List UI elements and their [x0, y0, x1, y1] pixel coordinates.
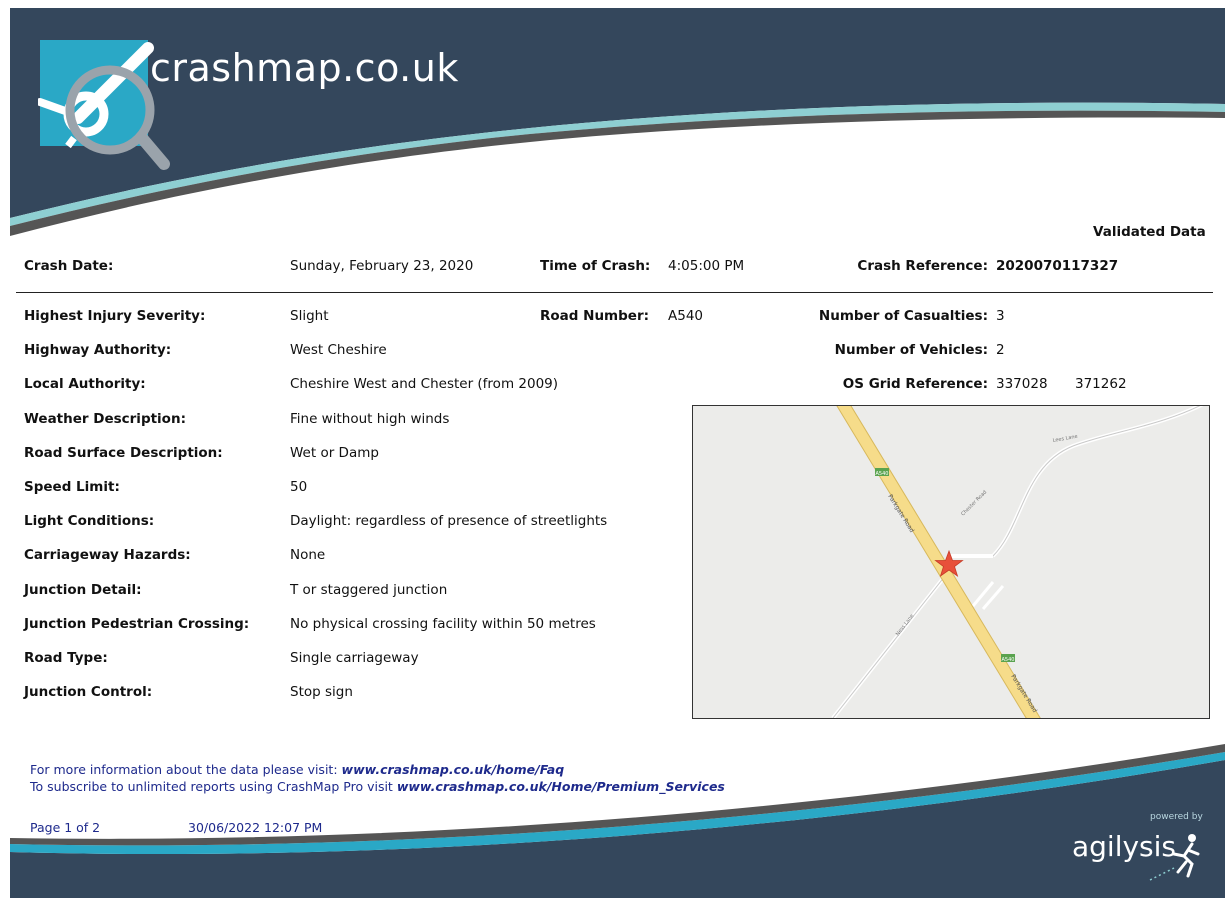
road-badge — [875, 468, 889, 476]
detail-label: Road Type: — [24, 650, 108, 666]
number-of-casualties-label: Number of Casualties: — [818, 308, 988, 324]
time-of-crash-label: Time of Crash: — [540, 258, 651, 274]
header-banner — [10, 8, 1225, 236]
detail-label: Carriageway Hazards: — [24, 547, 191, 563]
detail-value: Fine without high winds — [290, 411, 450, 427]
crash-date-label: Crash Date: — [24, 258, 114, 274]
brand-name: crashmap.co.uk — [150, 46, 459, 90]
agilysis-runner-icon — [1149, 834, 1200, 881]
validated-data-label: Validated Data — [1093, 224, 1206, 240]
detail-value: No physical crossing facility within 50 … — [290, 616, 596, 632]
road-badge-label: A540 — [1002, 657, 1015, 663]
agilysis-logo-text: agilysis — [1072, 830, 1177, 863]
detail-value: 50 — [290, 479, 308, 495]
footer-info-line-1: For more information about the data plea… — [30, 762, 564, 777]
map-canvas: A540 A540 Parkgate Road Parkgate Road Ne… — [693, 397, 1210, 730]
number-of-vehicles-label: Number of Vehicles: — [834, 342, 988, 358]
detail-value: Cheshire West and Chester (from 2009) — [290, 376, 559, 392]
crash-date-value: Sunday, February 23, 2020 — [290, 258, 474, 274]
detail-value: Daylight: regardless of presence of stre… — [290, 513, 608, 529]
page-number: Page 1 of 2 — [30, 820, 101, 835]
footer-info-line-2: To subscribe to unlimited reports using … — [30, 779, 725, 794]
crash-location-map[interactable]: A540 A540 Parkgate Road Parkgate Road Ne… — [692, 397, 1210, 730]
detail-value: Wet or Damp — [290, 445, 379, 461]
crash-marker-star-icon — [934, 549, 964, 578]
road-badge-label: A540 — [876, 471, 889, 477]
detail-label: Highest Injury Severity: — [24, 308, 206, 324]
detail-label: Light Conditions: — [24, 513, 155, 529]
crash-reference-value: 2020070117327 — [996, 258, 1119, 274]
footer-info-text: For more information about the data plea… — [30, 762, 342, 777]
detail-value: Single carriageway — [290, 650, 419, 666]
os-grid-easting: 337028 — [996, 376, 1048, 392]
premium-services-link[interactable]: www.crashmap.co.uk/Home/Premium_Services — [396, 779, 725, 794]
detail-label: Weather Description: — [24, 411, 186, 427]
road-number-label: Road Number: — [540, 308, 649, 324]
detail-label: Local Authority: — [24, 376, 146, 392]
divider — [16, 292, 1213, 293]
road-badge — [1001, 654, 1015, 662]
detail-value: Stop sign — [290, 684, 353, 700]
detail-label: Junction Pedestrian Crossing: — [24, 616, 250, 632]
detail-label: Junction Control: — [24, 684, 153, 700]
number-of-casualties-value: 3 — [996, 308, 1005, 324]
detail-value: Slight — [290, 308, 329, 324]
crash-reference-label: Crash Reference: — [857, 258, 988, 274]
detail-value: West Cheshire — [290, 342, 387, 358]
detail-label: Junction Detail: — [24, 582, 142, 598]
detail-label: Road Surface Description: — [24, 445, 223, 461]
road-number-value: A540 — [668, 308, 704, 324]
footer-subscribe-text: To subscribe to unlimited reports using … — [30, 779, 397, 794]
footer-banner — [10, 744, 1225, 898]
road-label: Lees Lane — [1052, 434, 1078, 444]
faq-link[interactable]: www.crashmap.co.uk/home/Faq — [341, 762, 565, 777]
time-of-crash-value: 4:05:00 PM — [668, 258, 745, 274]
crashmap-logo-icon — [38, 40, 170, 170]
powered-by-label: powered by — [1150, 812, 1203, 822]
detail-value: None — [290, 547, 326, 563]
number-of-vehicles-value: 2 — [996, 342, 1005, 358]
detail-label: Highway Authority: — [24, 342, 172, 358]
detail-label: Speed Limit: — [24, 479, 120, 495]
print-timestamp: 30/06/2022 12:07 PM — [188, 820, 323, 835]
os-grid-northing: 371262 — [1075, 376, 1127, 392]
detail-value: T or staggered junction — [290, 582, 448, 598]
os-grid-reference-label: OS Grid Reference: — [842, 376, 988, 392]
